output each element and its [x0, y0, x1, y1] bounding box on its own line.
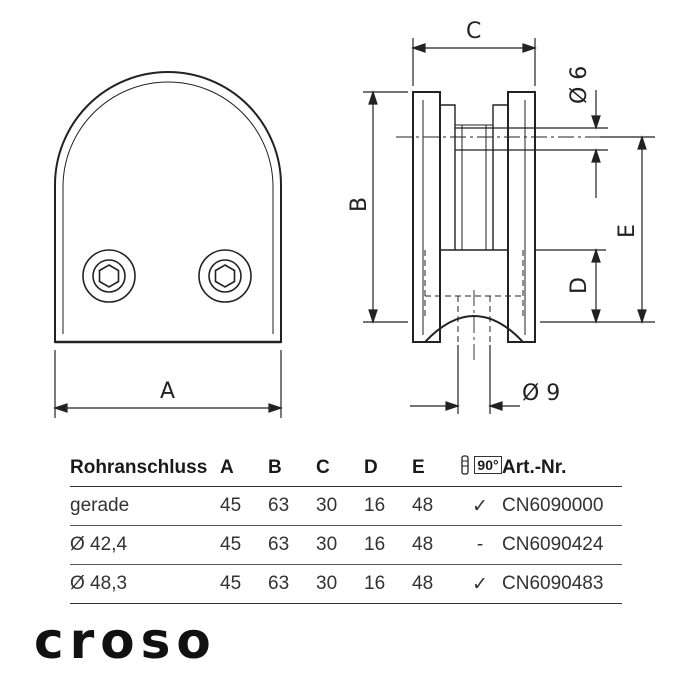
cell: gerade — [70, 486, 220, 526]
cell: 16 — [364, 525, 412, 565]
col-header-art-nr: Art.-Nr. — [502, 450, 622, 487]
col-header-e: E — [412, 450, 458, 487]
table-header-row: Rohranschluss A B C D E 90° Art.-Nr. — [70, 450, 622, 487]
cell: 48 — [412, 525, 458, 565]
cell: Ø 42,4 — [70, 525, 220, 565]
table-row: Ø 42,4 45 63 30 16 48 - CN6090424 — [70, 525, 622, 565]
cell: Ø 48,3 — [70, 564, 220, 604]
technical-drawing: A C B Ø 6 D E Ø 9 — [53, 19, 655, 418]
table-row: Ø 48,3 45 63 30 16 48 ✓ CN6090483 — [70, 564, 622, 604]
cell: 16 — [364, 564, 412, 604]
cell: 48 — [412, 564, 458, 604]
cell: 45 — [220, 525, 268, 565]
cell-check: ✓ — [458, 486, 502, 526]
cell: 45 — [220, 486, 268, 526]
label-c: C — [466, 19, 481, 44]
table-row: gerade 45 63 30 16 48 ✓ CN6090000 — [70, 486, 622, 526]
col-header-a: A — [220, 450, 268, 487]
cell: 63 — [268, 486, 316, 526]
spec-table: Rohranschluss A B C D E 90° Art.-Nr. ger… — [70, 450, 622, 604]
dimension-a — [53, 350, 283, 418]
col-header-c: C — [316, 450, 364, 487]
cell: 48 — [412, 486, 458, 526]
brand-logo: croso — [34, 612, 217, 670]
label-e: E — [615, 224, 640, 238]
cell-check: ✓ — [458, 564, 502, 604]
cell: 45 — [220, 564, 268, 604]
label-pin-diameter: Ø 9 — [522, 381, 560, 406]
cell-art-nr: CN6090000 — [502, 486, 622, 526]
cell: 63 — [268, 525, 316, 565]
label-hole-diameter: Ø 6 — [567, 66, 592, 104]
col-header-b: B — [268, 450, 316, 487]
dimension-e — [600, 135, 655, 324]
cell-art-nr: CN6090424 — [502, 525, 622, 565]
dimension-b — [363, 90, 408, 324]
dimension-hole-diameter — [455, 90, 608, 198]
label-b: B — [347, 197, 372, 212]
cell: 63 — [268, 564, 316, 604]
cell-check: - — [458, 525, 502, 565]
dimension-pin-diameter — [410, 345, 520, 414]
col-header-angle: 90° — [458, 450, 502, 487]
wrench-angle-icon: 90° — [458, 454, 502, 476]
cell: 16 — [364, 486, 412, 526]
cell: 30 — [316, 486, 364, 526]
cell: 30 — [316, 525, 364, 565]
col-header-d: D — [364, 450, 412, 487]
col-header-rohranschluss: Rohranschluss — [70, 450, 220, 487]
front-view — [53, 71, 283, 418]
hex-screw-left — [82, 249, 136, 303]
cell-art-nr: CN6090483 — [502, 564, 622, 604]
dimension-c — [411, 38, 537, 86]
hex-screw-right — [198, 249, 252, 303]
label-a: A — [160, 379, 175, 404]
cell: 30 — [316, 564, 364, 604]
side-view — [363, 38, 655, 414]
dimension-d — [535, 248, 606, 324]
label-d: D — [567, 277, 592, 294]
